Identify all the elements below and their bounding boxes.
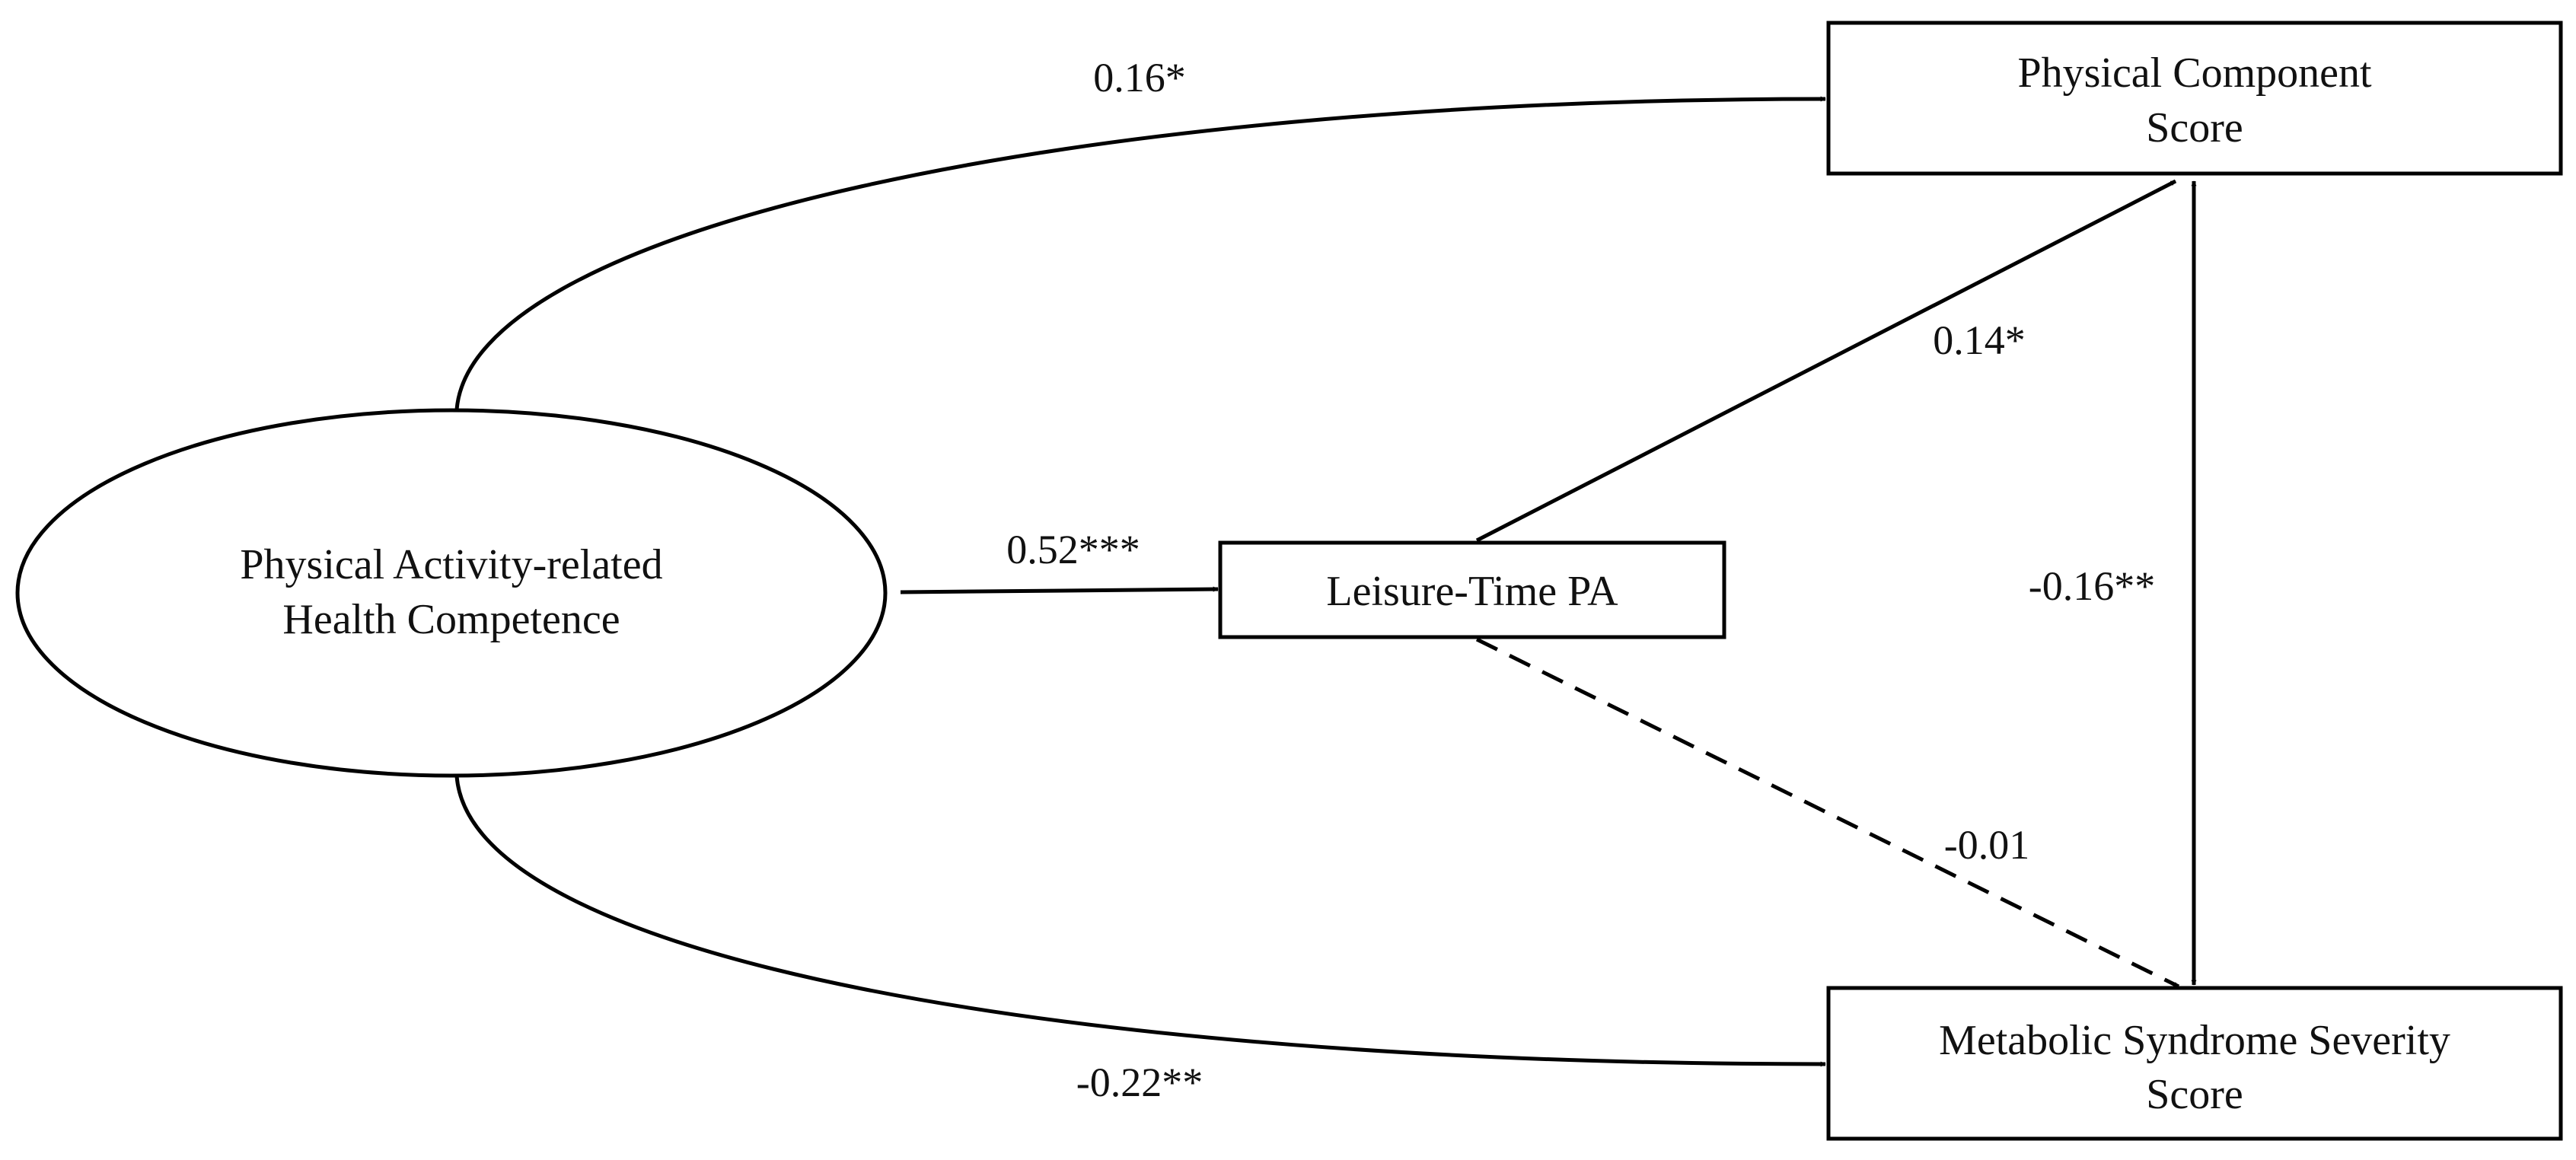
coef-latent-to-leisure: 0.52*** bbox=[1006, 527, 1140, 572]
edge-latent-to-leisure bbox=[900, 586, 1219, 594]
mets-label-line2: Score bbox=[2146, 1071, 2243, 1118]
latent-ellipse bbox=[15, 408, 888, 778]
node-leisure: Leisure-Time PA bbox=[1218, 540, 1726, 639]
pcs-box bbox=[1826, 21, 2563, 176]
node-pcs: Physical Component Score bbox=[1826, 21, 2563, 176]
latent-label-line1: Physical Activity-related bbox=[240, 541, 662, 588]
leisure-label: Leisure-Time PA bbox=[1326, 568, 1618, 615]
coef-latent-to-mets: -0.22** bbox=[1076, 1060, 1203, 1105]
coef-leisure-to-mets: -0.01 bbox=[1944, 822, 2029, 868]
pcs-label-line1: Physical Component bbox=[2017, 49, 2372, 97]
leisure-box bbox=[1218, 540, 1726, 639]
edge-leisure-to-pcs bbox=[1475, 179, 2177, 543]
coef-pcs-mets-correlation: -0.16** bbox=[2029, 563, 2155, 609]
mets-label-line1: Metabolic Syndrome Severity bbox=[1939, 1017, 2450, 1064]
node-latent: Physical Activity-related Health Compete… bbox=[15, 408, 888, 778]
edge-latent-to-mets bbox=[454, 776, 1826, 1067]
pcs-label-line2: Score bbox=[2146, 104, 2243, 151]
latent-label-line2: Health Competence bbox=[282, 596, 620, 643]
coef-leisure-to-pcs: 0.14* bbox=[1933, 317, 2026, 363]
edge-latent-to-pcs bbox=[454, 96, 1826, 410]
mets-box bbox=[1826, 986, 2563, 1141]
node-mets: Metabolic Syndrome Severity Score bbox=[1826, 986, 2563, 1141]
edge-leisure-to-mets bbox=[1475, 637, 2180, 989]
coef-latent-to-pcs: 0.16* bbox=[1093, 55, 1186, 100]
